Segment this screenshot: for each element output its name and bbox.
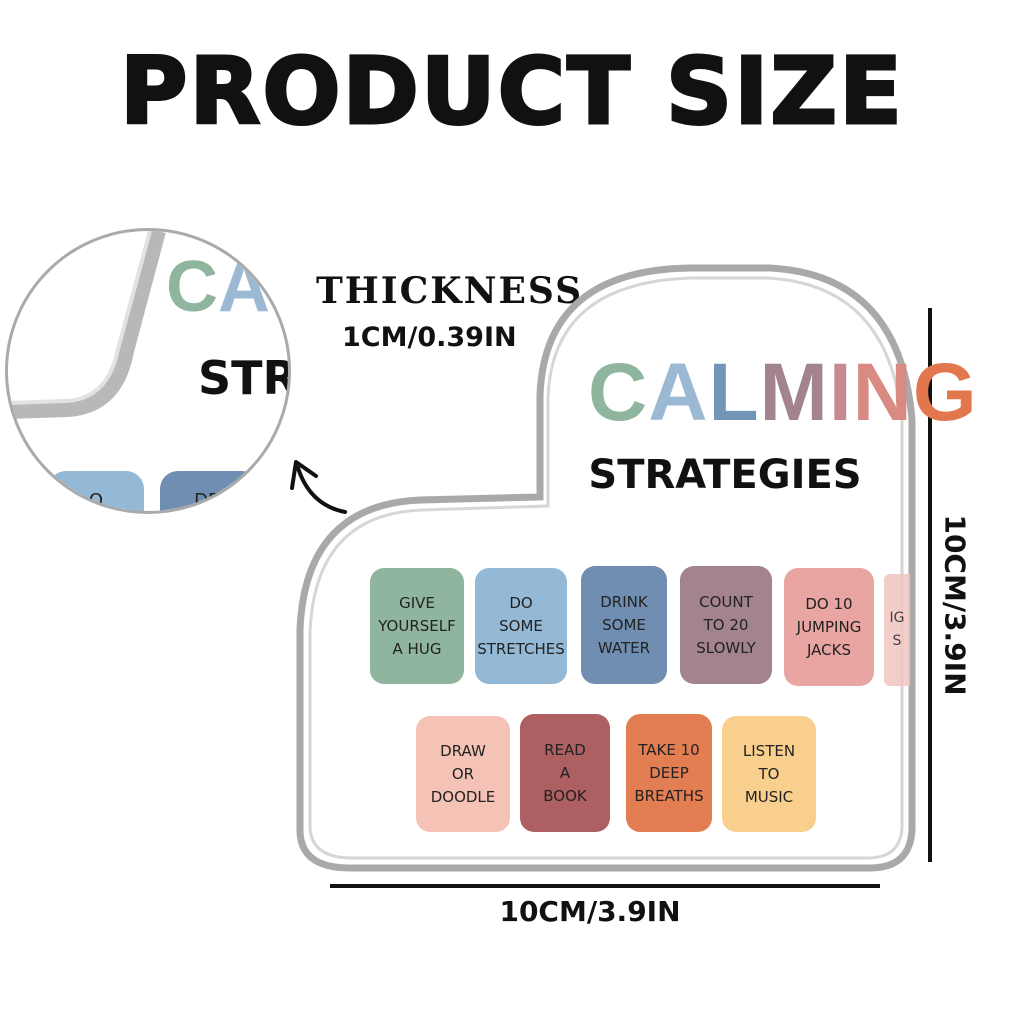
width-dimension-label: 10CM/3.9IN	[499, 895, 681, 928]
plaque-heading-calming: CALMING	[588, 352, 978, 434]
page-title: PRODUCT SIZE	[119, 37, 904, 147]
zoom-card-fragment: DRI	[160, 471, 260, 511]
thickness-value: 1CM/0.39IN	[342, 322, 517, 353]
heading-letter: C	[588, 347, 649, 438]
plaque-subheading: STRATEGIES	[588, 452, 862, 498]
heading-letter: G	[912, 347, 978, 438]
zoom-heading-letter: L	[270, 247, 288, 327]
zoom-card-fragment: O	[48, 471, 144, 511]
zoom-subheading-fragment: STRA	[198, 351, 288, 405]
zoom-detail-circle: CAL STRA O DRI	[5, 228, 291, 514]
zoom-heading-letter: A	[218, 247, 270, 327]
heading-letter: N	[852, 347, 913, 438]
zoom-heading-fragment: CAL	[166, 251, 288, 323]
zoom-heading-letter: C	[166, 247, 218, 327]
heading-letter: A	[648, 347, 709, 438]
heading-letter: I	[828, 347, 853, 438]
height-dimension-label: 10CM/3.9IN	[938, 514, 972, 696]
zoom-edge-graphic	[8, 231, 166, 419]
heading-letter: M	[759, 347, 829, 438]
thickness-label: THICKNESS	[316, 270, 584, 312]
curved-arrow-icon	[296, 466, 347, 514]
heading-letter: L	[708, 347, 760, 438]
